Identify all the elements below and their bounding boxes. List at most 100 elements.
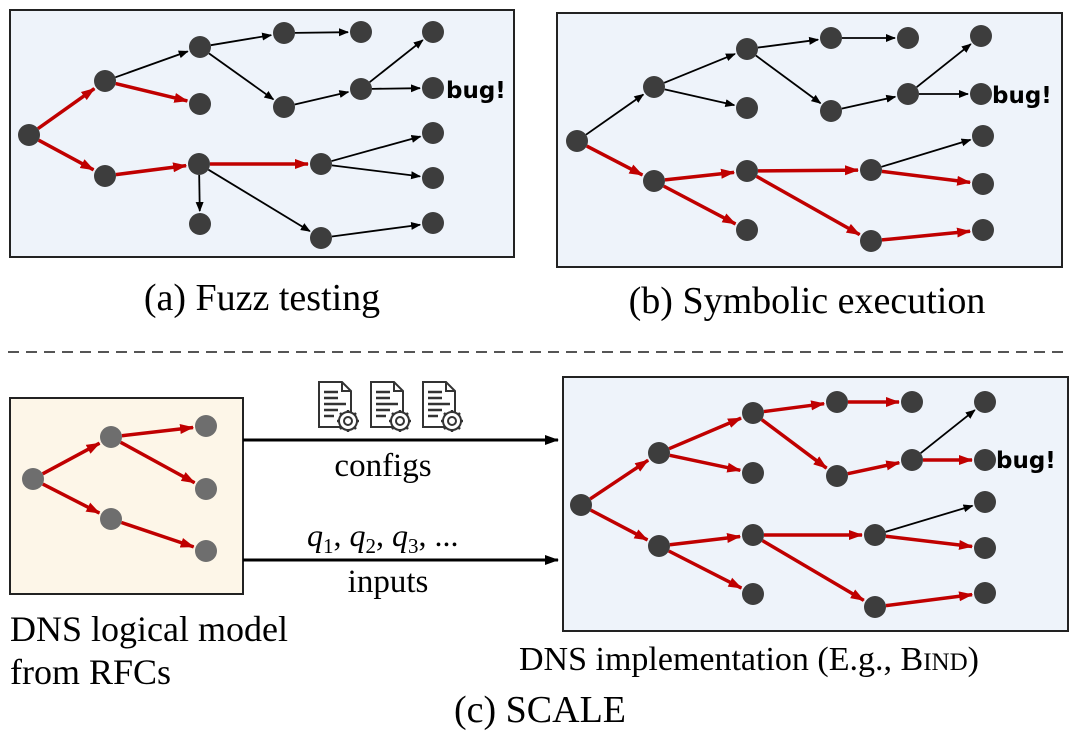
scale-impl-explored-edge [763,400,826,414]
fuzz-edge [331,221,422,238]
configs-label: configs [334,448,431,484]
dns-model-explored-edge [119,440,196,485]
scale-impl-node [974,449,996,471]
symbolic-node [897,83,919,105]
scale-impl-node [648,535,670,557]
fuzz-node [350,21,372,43]
fuzz-edge [207,168,311,233]
fuzz-node [310,153,332,175]
scale-impl-explored-edge [669,533,742,547]
fuzz-node [422,77,444,99]
scale-impl-explored-edge [669,453,742,473]
fuzz-node [188,153,210,175]
dns-model-explored-edge [121,424,195,438]
symbolic-node [736,160,758,182]
config-file-icon [370,381,411,432]
symbolic-node [972,173,994,195]
symbolic-node [970,25,992,47]
fuzz-explored-edge [115,81,189,103]
fuzz-edge [208,52,275,101]
fuzz-explored-edge [115,162,188,177]
fuzz-node [189,213,211,235]
symbolic-node [643,76,665,98]
scale-impl-explored-edge [761,539,865,602]
scale-impl-node [742,462,764,484]
fuzz-edge [115,50,189,79]
scale-impl-explored-edge [589,458,650,501]
symbolic-explored-edge [881,169,972,186]
symbolic-node [897,27,919,49]
scale-impl-node [864,596,886,618]
fuzz-edge [210,32,273,47]
query-sequence: q1, q2, q3, ... [307,517,459,558]
symbolic-node [736,97,758,119]
dns-model-explored-edge [41,441,101,476]
fuzz-node [189,36,211,58]
symbolic-node [972,219,994,241]
symbolic-edge [585,93,645,136]
fuzz-caption: (a) Fuzz testing [144,277,380,319]
config-file-icon [318,381,359,432]
scale-impl-node [864,524,886,546]
dns-model-explored-edge [41,482,101,515]
scale-impl-explored-edge [885,591,974,608]
symbolic-node [566,130,588,152]
scale-impl-explored-edge [668,416,742,451]
config-file-icon [422,381,463,432]
fuzz-node [422,122,444,144]
scale-impl-explored-edge [885,534,974,550]
scale-impl-node [570,494,592,516]
fuzz-node [422,21,444,43]
symbolic-node [736,38,758,60]
scale-impl-node [901,391,923,413]
scale-impl-node [742,583,764,605]
symbolic-caption: (b) Symbolic execution [629,280,986,322]
scale-impl-node [974,491,996,513]
fuzz-node [310,227,332,249]
fuzz-node [273,22,295,44]
scale-impl-node [826,391,848,413]
symbolic-explored-edge [755,174,861,237]
scale-impl-explored-edge [847,460,901,476]
fuzz-explored-edge [37,138,95,172]
fuzz-node [94,165,116,187]
scale-impl-node [974,582,996,604]
model-label-line2: from RFCs [10,652,171,692]
scale-bug-label: bug! [996,448,1056,474]
fuzz-node [422,167,444,189]
scale-impl-edge [920,409,976,454]
symbolic-edge [663,53,736,84]
scale-impl-explored-edge [760,418,828,470]
scale-impl-node [974,391,996,413]
fuzz-bug-label: bug! [446,78,506,104]
dns-model-node [195,478,217,500]
dns-model-explored-edge [120,520,195,549]
symbolic-explored-edge [664,168,736,182]
fuzz-edge [294,90,350,106]
symbolic-edge [664,88,736,108]
model-label-line1: DNS logical model [10,609,288,649]
symbolic-node [972,125,994,147]
symbolic-node [736,219,758,241]
fuzz-edge [331,135,422,162]
fuzz-edge [331,164,422,180]
fuzz-node [422,212,444,234]
scale-impl-edge [885,504,974,533]
dns-model-node [100,508,122,530]
inputs-label: inputs [348,564,429,600]
symbolic-explored-edge [662,184,737,226]
fuzz-node [273,96,295,118]
symbolic-node [643,170,665,192]
symbolic-bug-label: bug! [992,83,1052,109]
dns-model-node [195,415,217,437]
fuzz-edge [371,84,422,93]
symbolic-edge [881,138,972,168]
fuzz-node [189,93,211,115]
scale-impl-node [648,442,670,464]
dns-model-node [22,468,44,490]
implementation-label: DNS implementation (E.g., BIND) [519,641,979,678]
scale-impl-node [974,537,996,559]
fuzz-node [94,70,116,92]
scale-impl-node [742,402,764,424]
scale-impl-node [826,465,848,487]
